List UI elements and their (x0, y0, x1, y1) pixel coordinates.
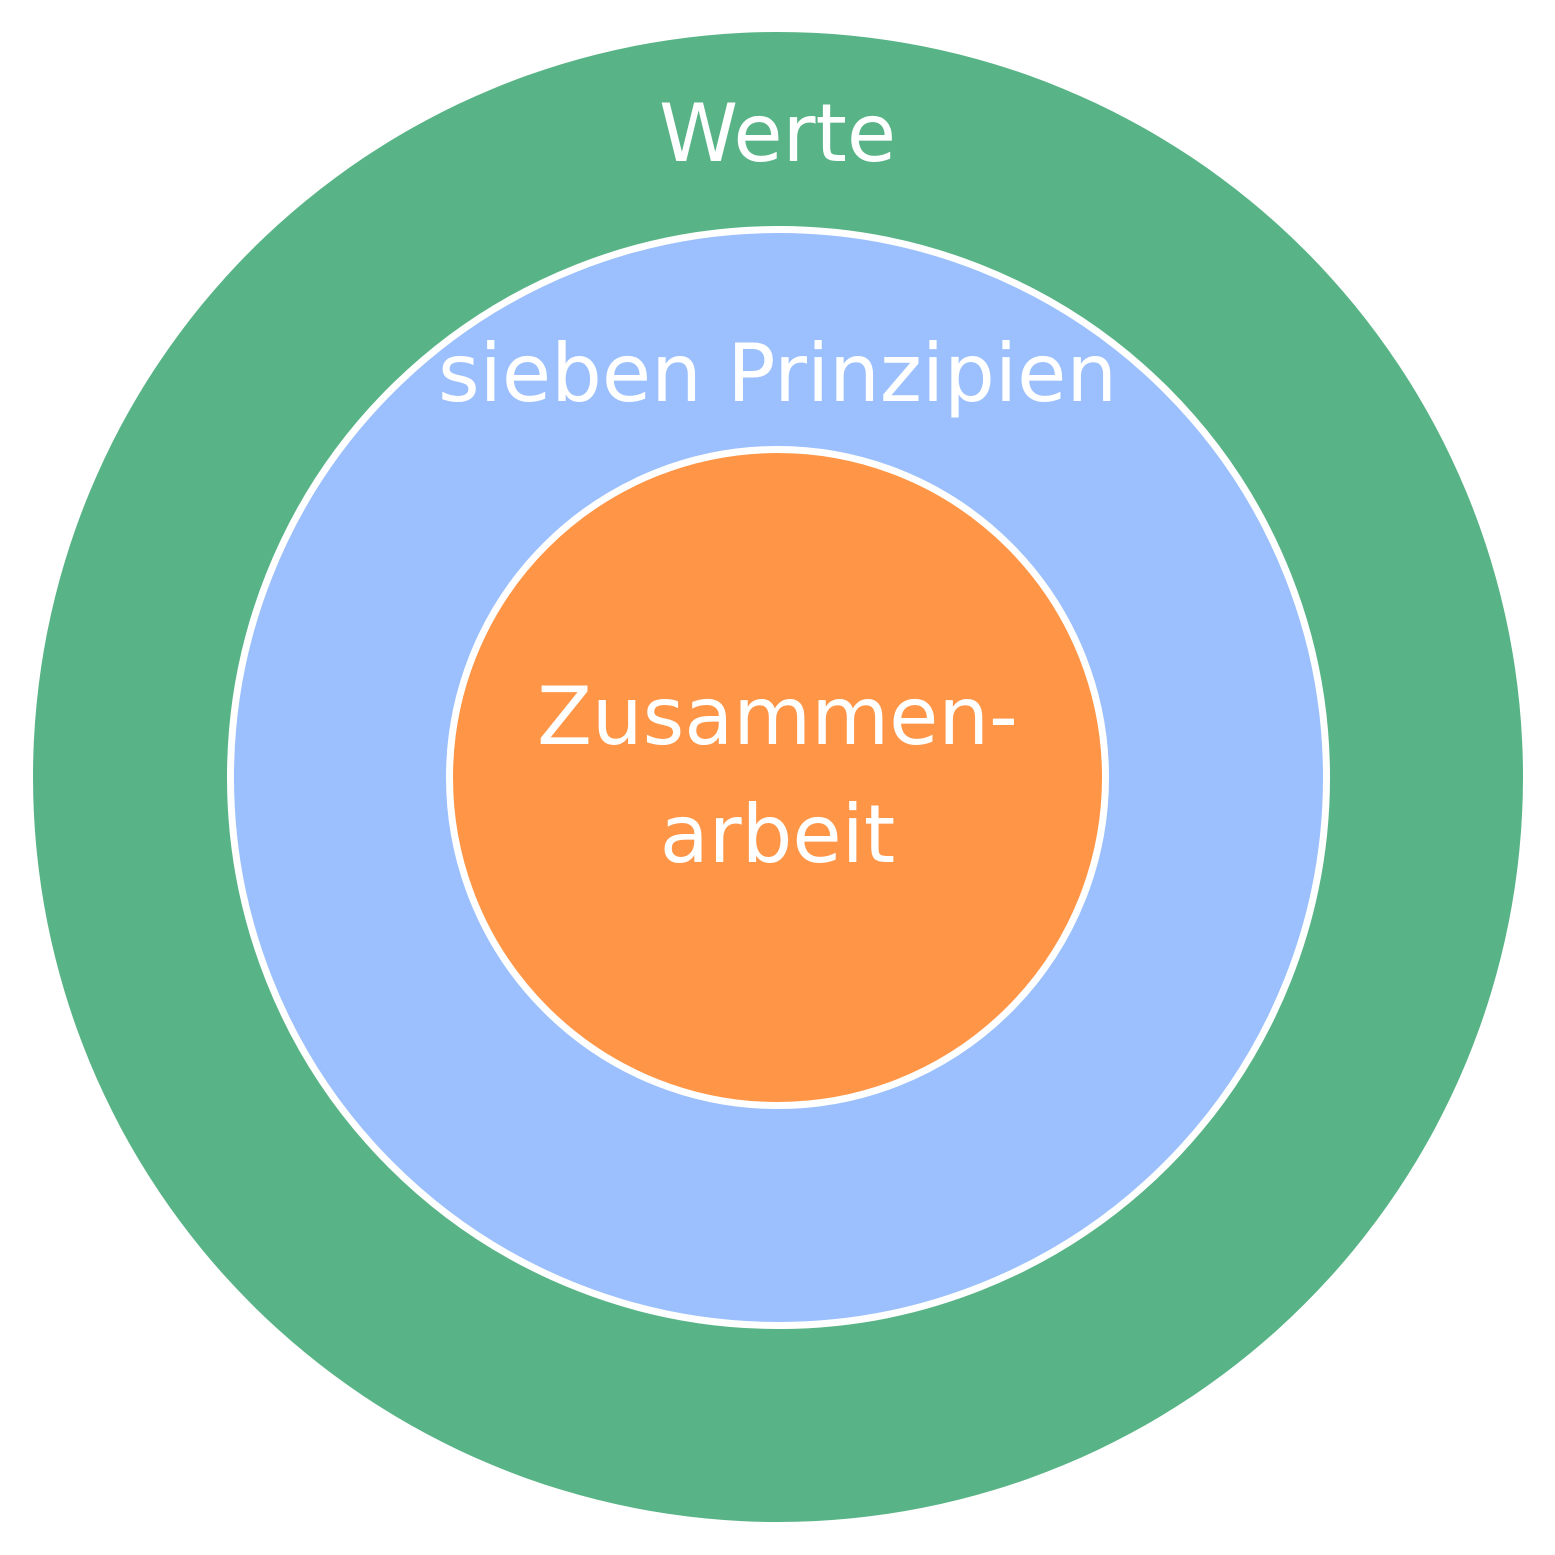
middle-ring-label: sieben Prinzipien (437, 327, 1118, 420)
inner-circle-zusammenarbeit (446, 446, 1109, 1109)
inner-circle-label: Zusammen- arbeit (0, 658, 1555, 894)
inner-circle-label-line2: arbeit (659, 788, 896, 881)
outer-ring-label: Werte (658, 87, 897, 180)
inner-circle-label-line1: Zusammen- (537, 670, 1018, 763)
